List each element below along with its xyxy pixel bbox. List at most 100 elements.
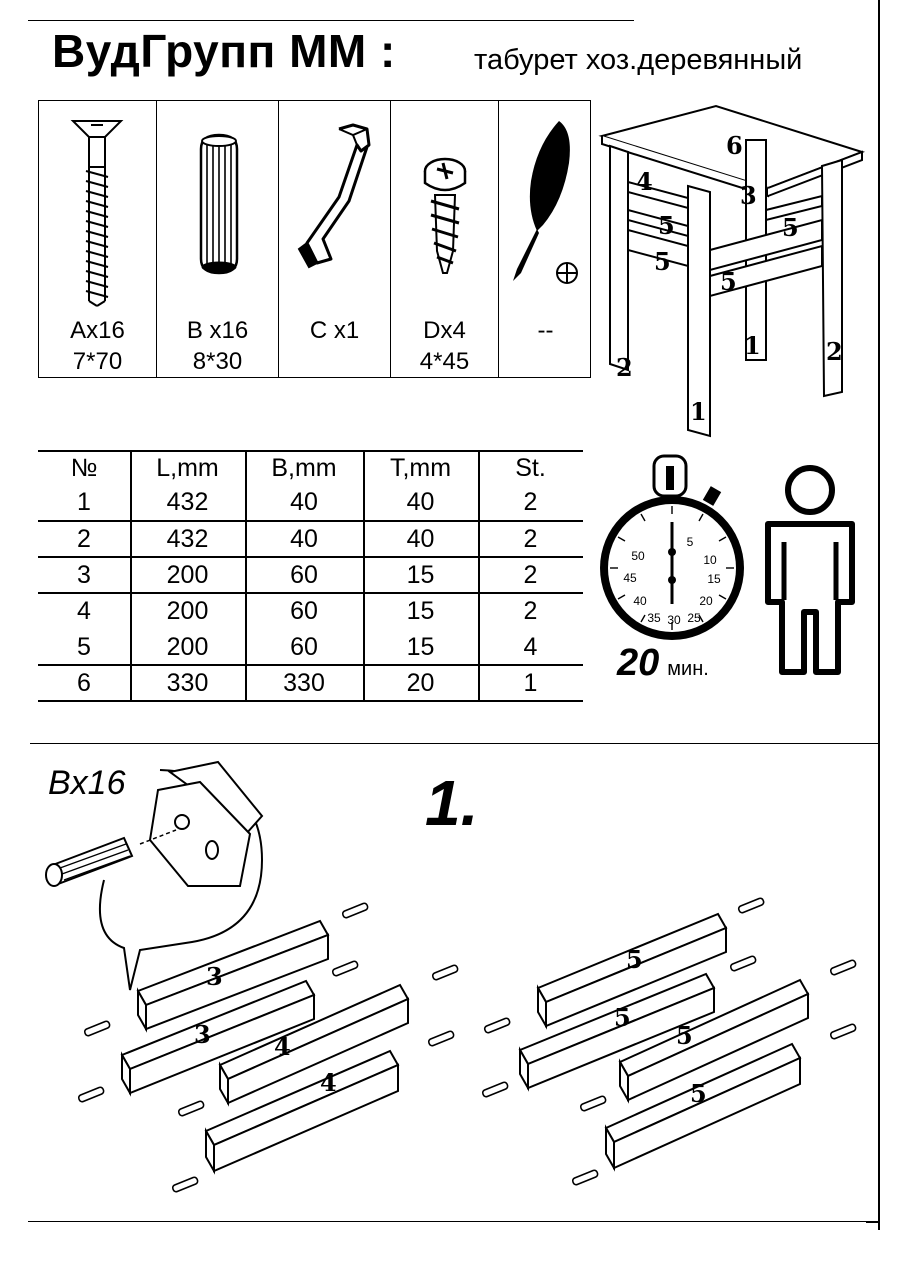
hardware-screw: Dx4 4*45 [391, 101, 499, 377]
stool-part-5c: 5 [654, 247, 671, 276]
cell-number: 3 [77, 561, 91, 589]
step-number: 1. [425, 767, 479, 839]
bolt-icon [70, 120, 124, 307]
row-separator [38, 592, 583, 594]
hardware-dowel: B x16 8*30 [157, 101, 279, 377]
col-divider [130, 450, 132, 701]
bar-label-5c: 5 [676, 1021, 693, 1050]
dowel-detail-callout [45, 760, 264, 991]
cell-thickness: 40 [406, 488, 435, 516]
screw-size: 4*45 [419, 348, 470, 375]
bar-label-5d: 5 [690, 1079, 707, 1108]
cell-thickness: 15 [406, 597, 435, 625]
cell-length: 200 [166, 633, 209, 661]
dial-25: 25 [687, 611, 701, 625]
cell-quantity: 4 [523, 633, 538, 661]
cell-width: 330 [283, 669, 325, 697]
stool-part-1b: 1 [690, 397, 707, 426]
bottom-rule [28, 1221, 880, 1222]
row-separator [38, 556, 583, 558]
bolt-label: Ax16 [70, 317, 125, 344]
stool-part-1a: 1 [744, 331, 761, 360]
col-quantity: St. [515, 454, 546, 482]
stool-part-3: 3 [740, 181, 757, 210]
time-value: 20 [617, 642, 660, 684]
dial-10: 10 [703, 553, 717, 567]
row-separator [38, 664, 583, 666]
col-number: № [70, 454, 98, 482]
cell-thickness: 20 [406, 669, 435, 697]
bar-label-5b: 5 [614, 1003, 631, 1032]
row-separator [38, 520, 583, 522]
right-rule [878, 0, 880, 1230]
stool-part-2b: 2 [826, 337, 843, 366]
hex-key-icon [297, 123, 371, 269]
stool-part-5b: 5 [782, 213, 799, 242]
person-icon [765, 465, 855, 675]
screw-label: Dx4 [423, 317, 466, 344]
cell-number: 4 [77, 597, 91, 625]
dial-45: 45 [623, 571, 637, 585]
time-unit: мин. [667, 658, 709, 680]
section-divider [30, 743, 878, 744]
cell-width: 60 [290, 561, 318, 589]
col-divider [363, 450, 365, 701]
cell-width: 40 [290, 525, 318, 553]
cell-thickness: 15 [406, 561, 435, 589]
cell-thickness: 15 [406, 633, 435, 661]
table-row: 3 200 60 15 2 [38, 557, 583, 593]
cell-length: 432 [166, 525, 209, 553]
cell-width: 60 [290, 633, 318, 661]
col-width: B,mm [271, 454, 337, 482]
bars-group-left: 3 3 4 4 [77, 902, 459, 1193]
stool-part-5d: 5 [720, 267, 737, 296]
stool-part-6: 6 [726, 131, 743, 160]
brand-title: ВудГрупп ММ : [52, 25, 396, 77]
cell-quantity: 2 [523, 525, 538, 553]
cell-thickness: 40 [406, 525, 435, 553]
cell-quantity: 2 [523, 488, 538, 516]
cell-number: 2 [77, 525, 91, 553]
cell-number: 6 [77, 669, 91, 697]
tools-label: -- [537, 317, 554, 344]
bottom-rule-tail [866, 1222, 878, 1223]
table-row: 5 200 60 15 4 [38, 629, 583, 665]
hardware-hex-key: C x1 [279, 101, 391, 377]
col-divider [245, 450, 247, 701]
dowel-size: 8*30 [192, 348, 243, 375]
dial-15: 15 [707, 572, 721, 586]
dial-30: 30 [667, 613, 681, 627]
assembly-time: 20 мин. [617, 642, 709, 685]
top-rule [28, 20, 634, 21]
table-top-border [38, 450, 583, 452]
dowel-icon [199, 133, 239, 275]
pencil-screwdriver-icon [513, 121, 578, 284]
col-divider [478, 450, 480, 701]
cell-quantity: 1 [523, 669, 538, 697]
stool-part-2a: 2 [616, 353, 633, 382]
cell-width: 40 [290, 488, 318, 516]
bar-label-3a: 3 [206, 962, 223, 991]
stool-drawing: 6 4 3 5 5 5 5 1 2 2 1 [598, 104, 866, 438]
hardware-tools: -- [499, 101, 592, 377]
bar-label-4a: 4 [274, 1032, 291, 1061]
col-thickness: T,mm [389, 454, 452, 482]
bar-label-3b: 3 [194, 1020, 211, 1049]
dial-50: 50 [631, 549, 645, 563]
dial-5: 5 [687, 535, 694, 549]
bar-label-5a: 5 [626, 945, 643, 974]
cell-length: 330 [166, 669, 209, 697]
table-row: 1 432 40 40 2 [38, 484, 583, 520]
cell-quantity: 2 [523, 561, 538, 589]
screw-icon [423, 157, 467, 274]
dial-35: 35 [647, 611, 661, 625]
dowel-label: B x16 [186, 317, 249, 344]
cell-length: 432 [166, 488, 209, 516]
cell-quantity: 2 [523, 597, 538, 625]
table-row: 4 200 60 15 2 [38, 593, 583, 629]
cell-length: 200 [166, 561, 209, 589]
dowel-callout-label: Bx16 [48, 764, 126, 802]
table-row: 6 330 330 20 1 [38, 665, 583, 701]
hardware-table: Ax16 7*70 B x16 8*30 C x1 [38, 100, 591, 378]
hardware-bolt: Ax16 7*70 [39, 101, 157, 377]
